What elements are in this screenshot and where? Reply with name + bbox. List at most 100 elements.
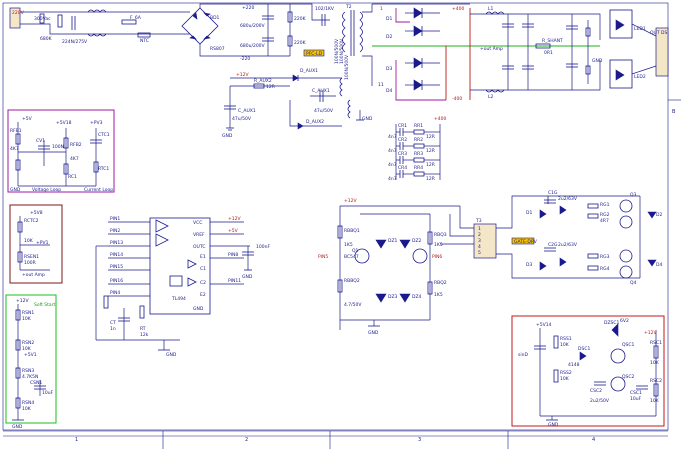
input-filter: 220V 300Vac 680K 224N/275V F_6A NTC BD1 … xyxy=(9,3,290,62)
output-connector[interactable] xyxy=(655,27,669,77)
svg-text:RR3: RR3 xyxy=(414,151,423,157)
output-filter: L1 L2 R_SHANT 0R1 GND LED1 LED2 OUT DS xyxy=(470,6,669,100)
svg-text:1K5: 1K5 xyxy=(434,292,443,298)
svg-text:RCTC2: RCTC2 xyxy=(24,218,39,224)
svg-text:OUTC: OUTC xyxy=(193,244,205,250)
svg-text:RBBQ1: RBBQ1 xyxy=(344,228,360,234)
svg-text:RFB2: RFB2 xyxy=(70,142,82,148)
svg-text:680u/200V: 680u/200V xyxy=(240,23,266,29)
svg-text:PIN16: PIN16 xyxy=(110,278,123,284)
gate-transformer: T3 1 2 3 4 5 GATE-DRV C1G 2u2/63V D1 RG1… xyxy=(440,190,662,286)
feedback-box-frame xyxy=(7,109,115,193)
svg-text:RSN3: RSN3 xyxy=(22,368,34,374)
svg-text:CSN1: CSN1 xyxy=(30,380,42,386)
svg-text:220K: 220K xyxy=(294,16,307,22)
input-connector[interactable] xyxy=(9,7,21,29)
gate-driver-stage: +12V RBBQ1 1K5 Q1 BC547 DZ1 DZ2 DZ3 DZ4 … xyxy=(318,198,460,336)
svg-text:CR2: CR2 xyxy=(398,137,407,143)
svg-text:12R: 12R xyxy=(426,176,435,182)
mov xyxy=(39,13,45,24)
gate-fet xyxy=(619,215,633,229)
svg-text:12R: 12R xyxy=(426,134,435,140)
svg-text:GND: GND xyxy=(193,306,204,312)
svg-text:4K7: 4K7 xyxy=(70,156,79,162)
svg-text:RS807: RS807 xyxy=(210,46,225,52)
svg-text:PIN2: PIN2 xyxy=(110,228,120,234)
svg-text:VREF: VREF xyxy=(193,232,205,238)
svg-text:CTC1: CTC1 xyxy=(98,132,110,138)
svg-text:RG3: RG3 xyxy=(600,254,610,260)
gate-fet xyxy=(619,199,633,213)
fuse xyxy=(121,19,137,25)
svg-text:10K: 10K xyxy=(650,360,660,366)
svg-text:GND: GND xyxy=(548,422,559,428)
output-diode xyxy=(413,25,423,37)
svg-text:D4: D4 xyxy=(386,88,392,94)
svg-text:102/1KV: 102/1KV xyxy=(315,6,335,12)
svg-text:GND: GND xyxy=(362,116,373,122)
svg-text:+12V: +12V xyxy=(228,216,241,222)
svg-text:12R: 12R xyxy=(266,84,275,90)
svg-text:4R7: 4R7 xyxy=(600,218,609,224)
current-box-frame xyxy=(9,204,63,284)
output-inductor xyxy=(485,11,505,15)
svg-text:RFB1: RFB1 xyxy=(10,128,22,134)
zone-label: 3 xyxy=(418,437,421,443)
svg-text:10K: 10K xyxy=(650,398,660,404)
svg-text:100R: 100R xyxy=(24,260,36,266)
svg-text:PIN15: PIN15 xyxy=(110,264,123,270)
svg-text:sinD: sinD xyxy=(518,352,528,358)
svg-text:+12V: +12V xyxy=(16,298,29,304)
protection-box-frame xyxy=(511,315,665,427)
svg-text:L2: L2 xyxy=(488,94,494,100)
svg-text:4: 4 xyxy=(478,244,481,250)
svg-text:CSC2: CSC2 xyxy=(590,388,602,394)
svg-text:PIN13: PIN13 xyxy=(110,240,123,246)
svg-text:Q1: Q1 xyxy=(352,248,359,254)
svg-text:RSC2: RSC2 xyxy=(650,378,662,384)
svg-text:PIN8: PIN8 xyxy=(228,252,238,258)
svg-text:D1: D1 xyxy=(386,16,392,22)
svg-text:100N: 100N xyxy=(52,144,64,150)
svg-text:2u2/63V: 2u2/63V xyxy=(558,196,578,202)
svg-text:10uF: 10uF xyxy=(42,390,54,396)
svg-text:C_AUX1: C_AUX1 xyxy=(312,88,330,94)
output-rectifier: 1 11 D1 D2 D3 D4 +400 -400 +out Amp xyxy=(372,3,600,102)
svg-text:OUT DS: OUT DS xyxy=(650,30,667,36)
svg-text:+5V8: +5V8 xyxy=(30,210,43,216)
svg-text:11: 11 xyxy=(378,82,384,88)
svg-text:RR1: RR1 xyxy=(414,123,423,129)
svg-text:DZ3: DZ3 xyxy=(388,294,398,300)
svg-text:CR1: CR1 xyxy=(398,123,407,129)
svg-text:RR2: RR2 xyxy=(414,137,423,143)
svg-text:DZSC1: DZSC1 xyxy=(604,320,620,326)
svg-text:+5V1: +5V1 xyxy=(24,352,37,358)
svg-text:D1: D1 xyxy=(526,210,532,216)
svg-text:+12V: +12V xyxy=(236,72,249,78)
svg-text:C1: C1 xyxy=(200,266,206,272)
svg-text:RG4: RG4 xyxy=(600,266,610,272)
svg-text:Voltage Loop: Voltage Loop xyxy=(32,187,61,193)
svg-text:680K: 680K xyxy=(40,36,53,42)
svg-text:Q3: Q3 xyxy=(630,192,637,198)
svg-text:RBQ2: RBQ2 xyxy=(434,280,447,286)
svg-text:+12V: +12V xyxy=(344,198,357,204)
svg-text:CV1: CV1 xyxy=(36,138,45,144)
svg-text:D_AUX1: D_AUX1 xyxy=(300,68,318,74)
svg-text:10K: 10K xyxy=(22,406,32,412)
svg-text:GND: GND xyxy=(242,274,253,280)
bulk-capacitors: 680u/200V 680u/200V 220K 220K PFC-LD 102… xyxy=(240,3,335,57)
svg-text:100nF: 100nF xyxy=(256,244,270,250)
feedback-loop-box: +5V +5V18 +PV3 RFB1 4K7 CV1 100N RFB2 4K… xyxy=(7,109,115,193)
svg-text:680u/200V: 680u/200V xyxy=(240,43,266,49)
svg-text:10K: 10K xyxy=(22,316,32,322)
rc-snubbers: +400 CR1 RR1 4n7 12R CR2 RR2 4n7 12R CR3… xyxy=(388,116,446,182)
svg-text:RG2: RG2 xyxy=(600,212,610,218)
svg-text:T3: T3 xyxy=(475,218,482,224)
svg-text:2: 2 xyxy=(478,232,481,238)
output-inductor xyxy=(485,89,505,93)
svg-text:T2: T2 xyxy=(345,4,352,10)
svg-text:10K: 10K xyxy=(24,238,34,244)
